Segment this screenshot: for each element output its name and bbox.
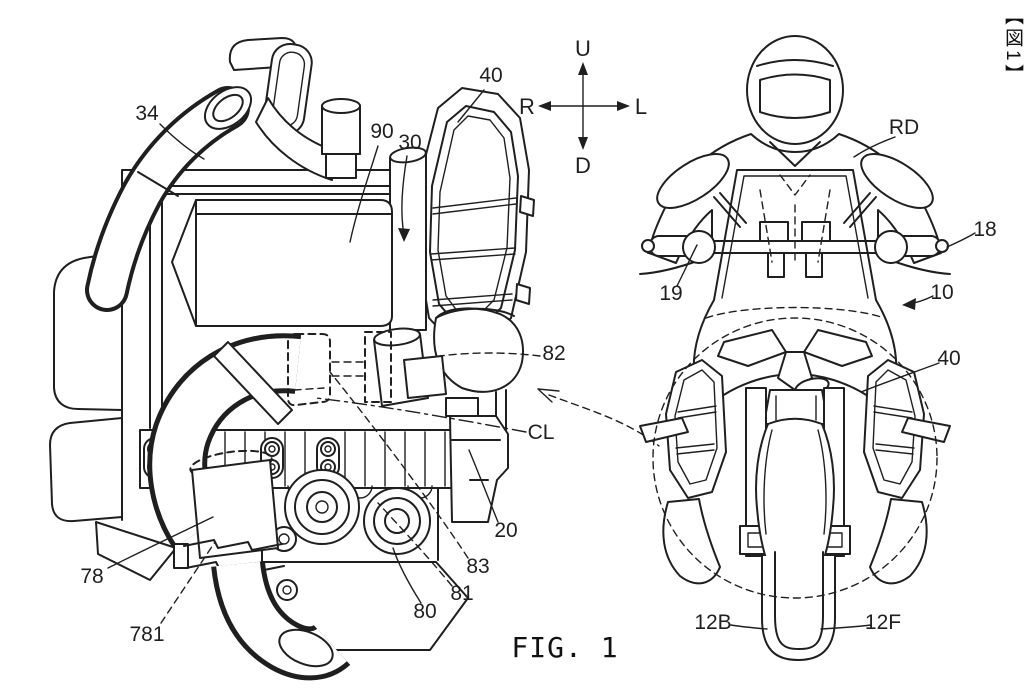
- leader-20: [468, 449, 499, 523]
- intake-pipe: [85, 86, 253, 312]
- throttle-body-dashed: [287, 333, 365, 407]
- hidden-duct-dashed: [364, 331, 392, 403]
- orientation-compass: U D R L: [519, 36, 647, 178]
- top-bracket: [228, 37, 333, 181]
- ref-label-19: 19: [659, 282, 682, 305]
- leader-781: [160, 541, 216, 624]
- intake-duct: [364, 146, 447, 407]
- leader-82: [439, 352, 541, 357]
- compass-up-label: U: [575, 36, 591, 61]
- manifold-surface: [255, 97, 333, 181]
- leader-18: [946, 232, 976, 248]
- intercooler: [171, 199, 393, 327]
- pipe-joint-dashed: [189, 449, 273, 479]
- rider-helmet: [746, 35, 844, 145]
- mirror-left: [656, 153, 747, 228]
- leader-40-moto: [860, 362, 940, 393]
- detail-enclosure-circle: [652, 317, 938, 599]
- ref-label-12f: 12F: [865, 611, 901, 634]
- leader-83: [329, 371, 469, 559]
- ref-label-12b: 12B: [694, 611, 731, 634]
- leader-90: [349, 145, 379, 243]
- headlight-left: [717, 329, 787, 367]
- ref-label-40-moto: 40: [937, 347, 960, 370]
- leader-34: [159, 123, 205, 160]
- lower-fairing-right: [869, 498, 928, 585]
- pulley-rear: [363, 487, 431, 555]
- moto-leader-lines: [676, 136, 976, 630]
- ref-label-18: 18: [973, 218, 996, 241]
- ref-label-78: 78: [80, 565, 103, 588]
- front-cowl: [692, 299, 898, 425]
- rider-hand-right: [874, 230, 908, 264]
- ref-label-10: 10: [930, 281, 953, 304]
- air-cleaner-box: [417, 87, 535, 345]
- lower-fairing-left: [662, 498, 721, 585]
- engine-detail-view: 34 90 30 40 82 CL 20 83 81 80 78 781: [49, 37, 566, 681]
- compass-down-label: D: [575, 153, 591, 178]
- ref-label-40-engine: 40: [479, 64, 502, 87]
- leader-12b: [730, 624, 768, 630]
- engine-leader-lines: [107, 89, 541, 624]
- winglet-right: [901, 417, 951, 443]
- leader-80: [392, 547, 422, 604]
- figure-caption: FIG. 1: [511, 631, 618, 664]
- top-cylinder: [321, 98, 361, 179]
- ref-label-cl: CL: [528, 421, 555, 444]
- leader-12f: [820, 624, 872, 630]
- ref-label-82: 82: [542, 342, 565, 365]
- winglet-left: [639, 417, 689, 443]
- diagonal-runner: [213, 341, 293, 425]
- ref-label-781: 781: [129, 623, 164, 646]
- ref-label-90: 90: [370, 120, 393, 143]
- intake-elbow-joint: [433, 307, 524, 437]
- lever-left: [639, 259, 701, 275]
- crankcase: [445, 397, 509, 523]
- ref-label-rd: RD: [889, 116, 919, 139]
- rider-hand-left: [682, 230, 716, 264]
- pulley-front: [284, 469, 360, 545]
- leader-81: [377, 502, 453, 587]
- compass-right-label: R: [519, 94, 535, 119]
- front-tire: [774, 551, 824, 650]
- lever-right: [889, 259, 951, 275]
- exhaust-pipe: [147, 333, 351, 681]
- leader-40: [457, 89, 485, 123]
- compass-left-label: L: [635, 94, 647, 119]
- motorcycle-front-view: RD 18 19 10 40 12B 12F: [639, 35, 997, 661]
- leader-78: [107, 516, 214, 569]
- ref-label-81: 81: [450, 582, 473, 605]
- leader-rd: [853, 136, 896, 158]
- leader-19: [676, 244, 698, 287]
- ref-label-83: 83: [466, 555, 489, 578]
- ref-label-80: 80: [413, 600, 436, 623]
- ref-label-30: 30: [398, 131, 421, 154]
- ref-label-34: 34: [135, 102, 159, 125]
- detail-reference-arrow: [537, 388, 660, 447]
- headlight-right: [803, 329, 873, 367]
- ref-label-20: 20: [494, 519, 517, 542]
- figure-number-tag: 【図1】: [1002, 6, 1023, 86]
- mirror-right: [843, 153, 934, 228]
